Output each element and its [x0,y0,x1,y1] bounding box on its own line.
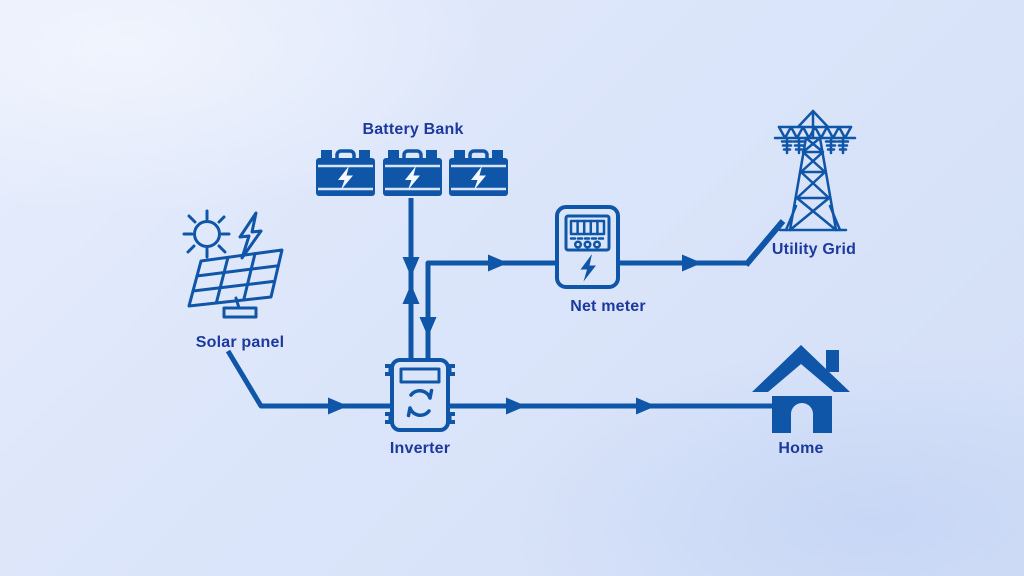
lightning-bolt-icon [238,211,263,260]
battery-icon [447,148,510,198]
utility-grid-tower-icon [773,109,857,232]
utility-grid-label: Utility Grid [771,241,857,258]
sun-icon [182,209,231,259]
wire-net-meter-to-grid [617,219,786,272]
battery-bank-icons [314,148,510,198]
battery-bank-label: Battery Bank [362,121,464,138]
solar-panel-icon [182,209,284,319]
wire-solar-to-inverter [225,349,394,415]
home-icon [752,345,850,433]
insulator-strings [780,136,850,155]
panel-grid [187,248,284,308]
home-label: Home [778,440,824,457]
inverter-label: Inverter [389,440,451,457]
lightning-bolt-icon [580,254,596,282]
panel-stand [222,296,258,319]
net-meter-icon [555,205,620,289]
battery-icon [381,148,444,198]
sync-arrows-icon [406,388,434,418]
inverter-icon [385,358,455,432]
net-meter-label: Net meter [570,298,646,315]
battery-icon [314,148,377,198]
meter-display [569,219,606,249]
wire-inverter-to-net-meter [419,254,558,361]
solar-panel-label: Solar panel [195,334,285,351]
